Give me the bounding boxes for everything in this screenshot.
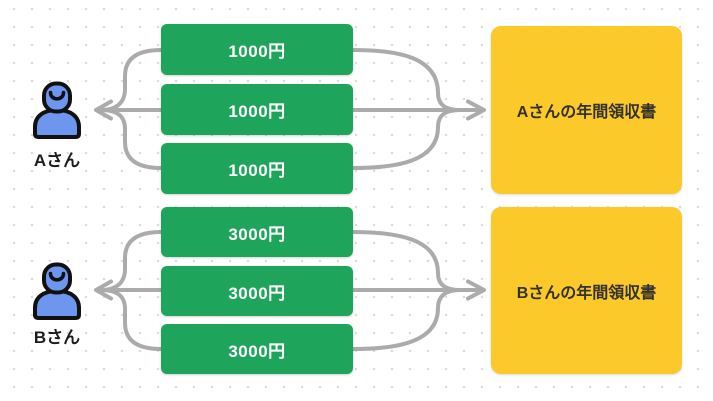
person-b-icon	[29, 262, 85, 320]
receipt-box: 3000円	[161, 324, 353, 374]
row-a-left-fork	[94, 48, 163, 170]
merge-line-top	[351, 48, 462, 112]
fork-line-bottom	[99, 288, 163, 351]
row-a-right-merge	[351, 48, 486, 170]
arrowhead-left-icon	[94, 279, 113, 301]
annual-receipt-b-box: Bさんの年間領収書	[491, 207, 682, 374]
person-b-label: Bさん	[33, 328, 81, 347]
merge-line-bottom	[351, 288, 462, 351]
receipt-box: 3000円	[161, 207, 353, 257]
fork-line-top	[99, 48, 163, 112]
receipt-box: 1000円	[161, 143, 353, 194]
fork-line-top	[99, 230, 163, 292]
arrowhead-right-icon	[466, 99, 486, 121]
receipt-box: 1000円	[161, 84, 353, 135]
merge-line-bottom	[351, 108, 462, 170]
person-a-label: Aさん	[33, 151, 81, 170]
receipt-box: 1000円	[161, 24, 353, 75]
arrowhead-left-icon	[94, 99, 113, 121]
fork-line-bottom	[99, 108, 163, 170]
annual-receipt-a-box: Aさんの年間領収書	[491, 26, 682, 194]
person-a-icon	[29, 81, 85, 139]
row-b-left-fork	[94, 230, 163, 351]
row-b-right-merge	[351, 230, 486, 351]
receipt-box: 3000円	[161, 266, 353, 316]
arrowhead-right-icon	[466, 279, 486, 301]
merge-line-top	[351, 230, 462, 292]
